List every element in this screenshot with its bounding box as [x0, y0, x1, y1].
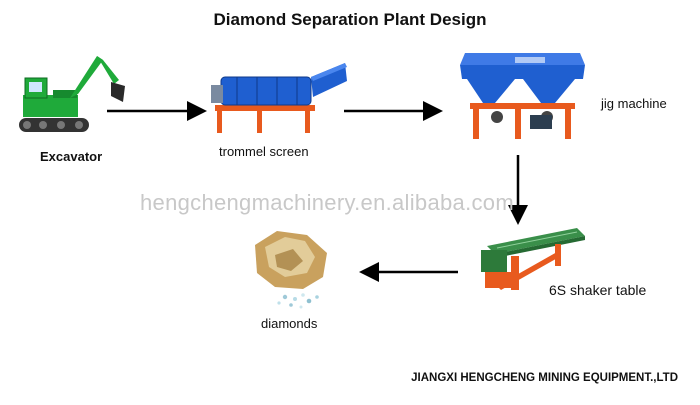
trommel-screen-icon	[211, 63, 347, 133]
label-diamonds: diamonds	[261, 316, 318, 331]
company-footer: JIANGXI HENGCHENG MINING EQUIPMENT.,LTD	[411, 372, 678, 384]
diagram-title: Diamond Separation Plant Design	[213, 10, 487, 29]
label-jig-machine: jig machine	[601, 96, 667, 111]
label-shaker-table: 6S shaker table	[549, 282, 647, 298]
excavator-icon	[19, 56, 125, 132]
jig-machine-icon	[460, 53, 585, 139]
shaker-table-icon	[481, 228, 585, 290]
label-excavator: Excavator	[40, 149, 103, 164]
diamonds-icon	[255, 231, 327, 309]
label-trommel-screen: trommel screen	[219, 144, 309, 159]
watermark: hengchengmachinery.en.alibaba.com	[140, 190, 514, 215]
